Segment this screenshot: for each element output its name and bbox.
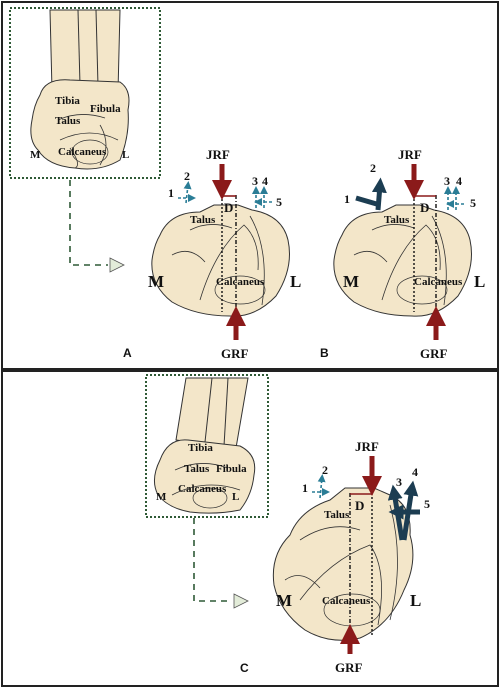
panel-a-bone (151, 204, 290, 317)
panel-b-muscle-arrow-2 (371, 177, 387, 211)
panel-c-arrow-label-5: 5 (424, 497, 430, 511)
panel-c-grf-label: GRF (335, 660, 363, 675)
panel-b-lateral-label: L (474, 272, 485, 291)
panel-b-calcaneus-label: Calcaneus (414, 276, 463, 288)
inset-c-frame (145, 374, 269, 518)
panel-c-lateral-label: L (410, 591, 421, 610)
panel-top-border (1, 1, 499, 370)
inset-a-fibula-label: Fibula (90, 103, 121, 115)
panel-c-letter: C (240, 661, 249, 675)
panel-b-grf-label: GRF (420, 346, 448, 361)
panel-a-talus-label: Talus (190, 214, 216, 226)
panel-a-calcaneus-label: Calcaneus (216, 276, 265, 288)
panel-a-arrow-label-1: 1 (168, 186, 174, 200)
panel-a-muscle-arrow-2 (183, 181, 192, 204)
panel-a-d-label: D (224, 200, 233, 215)
inset-c-medial-label: M (156, 491, 167, 503)
panel-b-main (333, 164, 472, 340)
inset-a-medial-label: M (30, 149, 41, 161)
panel-bottom-border (1, 370, 499, 687)
connector-a (69, 180, 125, 273)
panel-c-arrow-label-4: 4 (412, 465, 418, 479)
inset-c-bones (154, 377, 256, 514)
panel-b-letter: B (320, 346, 329, 360)
panel-b-talus-label: Talus (384, 214, 410, 226)
panel-b-arrow-label-4: 4 (456, 174, 462, 188)
panel-b-d-label: D (420, 200, 429, 215)
inset-a-lateral-label: L (122, 149, 129, 161)
panel-a-arrow-label-3: 3 (252, 174, 258, 188)
inset-c-fibula-label: Fibula (216, 463, 247, 475)
inset-c-calcaneus-label: Calcaneus (178, 483, 227, 495)
panel-b-arrow-label-5: 5 (470, 196, 476, 210)
panel-a-arrow-label-2: 2 (184, 169, 190, 183)
panel-a-lateral-label: L (290, 272, 301, 291)
panel-c-arrow-label-1: 1 (302, 481, 308, 495)
panel-a-letter: A (123, 346, 132, 360)
panel-b-medial-label: M (343, 272, 359, 291)
panel-c-d-label: D (355, 498, 364, 513)
panel-c-medial-label: M (276, 591, 292, 610)
inset-a-tibia-label: Tibia (55, 95, 80, 107)
connector-c (193, 518, 249, 609)
inset-a-bones (30, 9, 130, 170)
panel-a-arrow-label-4: 4 (262, 174, 268, 188)
inset-a-talus-label: Talus (55, 115, 81, 127)
inset-a-calcaneus-label: Calcaneus (58, 146, 107, 158)
inset-a: Tibia Talus Fibula Calcaneus M L (9, 7, 161, 179)
panel-c-main (272, 456, 420, 654)
inset-c-talus-label: Talus (184, 463, 210, 475)
panel-c-muscle-arrow-2 (317, 474, 326, 499)
panel-c-arrow-label-3: 3 (396, 475, 402, 489)
panel-a-arrow-label-5: 5 (276, 195, 282, 209)
panel-b-arrow-label-1: 1 (344, 192, 350, 206)
panel-a-grf-label: GRF (221, 346, 249, 361)
inset-c: Tibia Talus Fibula Calcaneus M L (145, 374, 269, 518)
panel-a-main (151, 164, 290, 340)
inset-c-lateral-label: L (232, 491, 239, 503)
panel-a-medial-label: M (148, 272, 164, 291)
panel-a-jrf-label: JRF (206, 147, 230, 162)
inset-c-tibia-label: Tibia (188, 442, 213, 454)
panel-c-arrow-label-2: 2 (322, 463, 328, 477)
panel-b-jrf-label: JRF (398, 147, 422, 162)
panel-b-arrow-label-3: 3 (444, 174, 450, 188)
panel-c-talus-label: Talus (324, 509, 350, 521)
panel-c-calcaneus-label: Calcaneus (322, 595, 371, 607)
panel-c-jrf-label: JRF (355, 439, 379, 454)
panel-b-arrow-label-2: 2 (370, 161, 376, 175)
